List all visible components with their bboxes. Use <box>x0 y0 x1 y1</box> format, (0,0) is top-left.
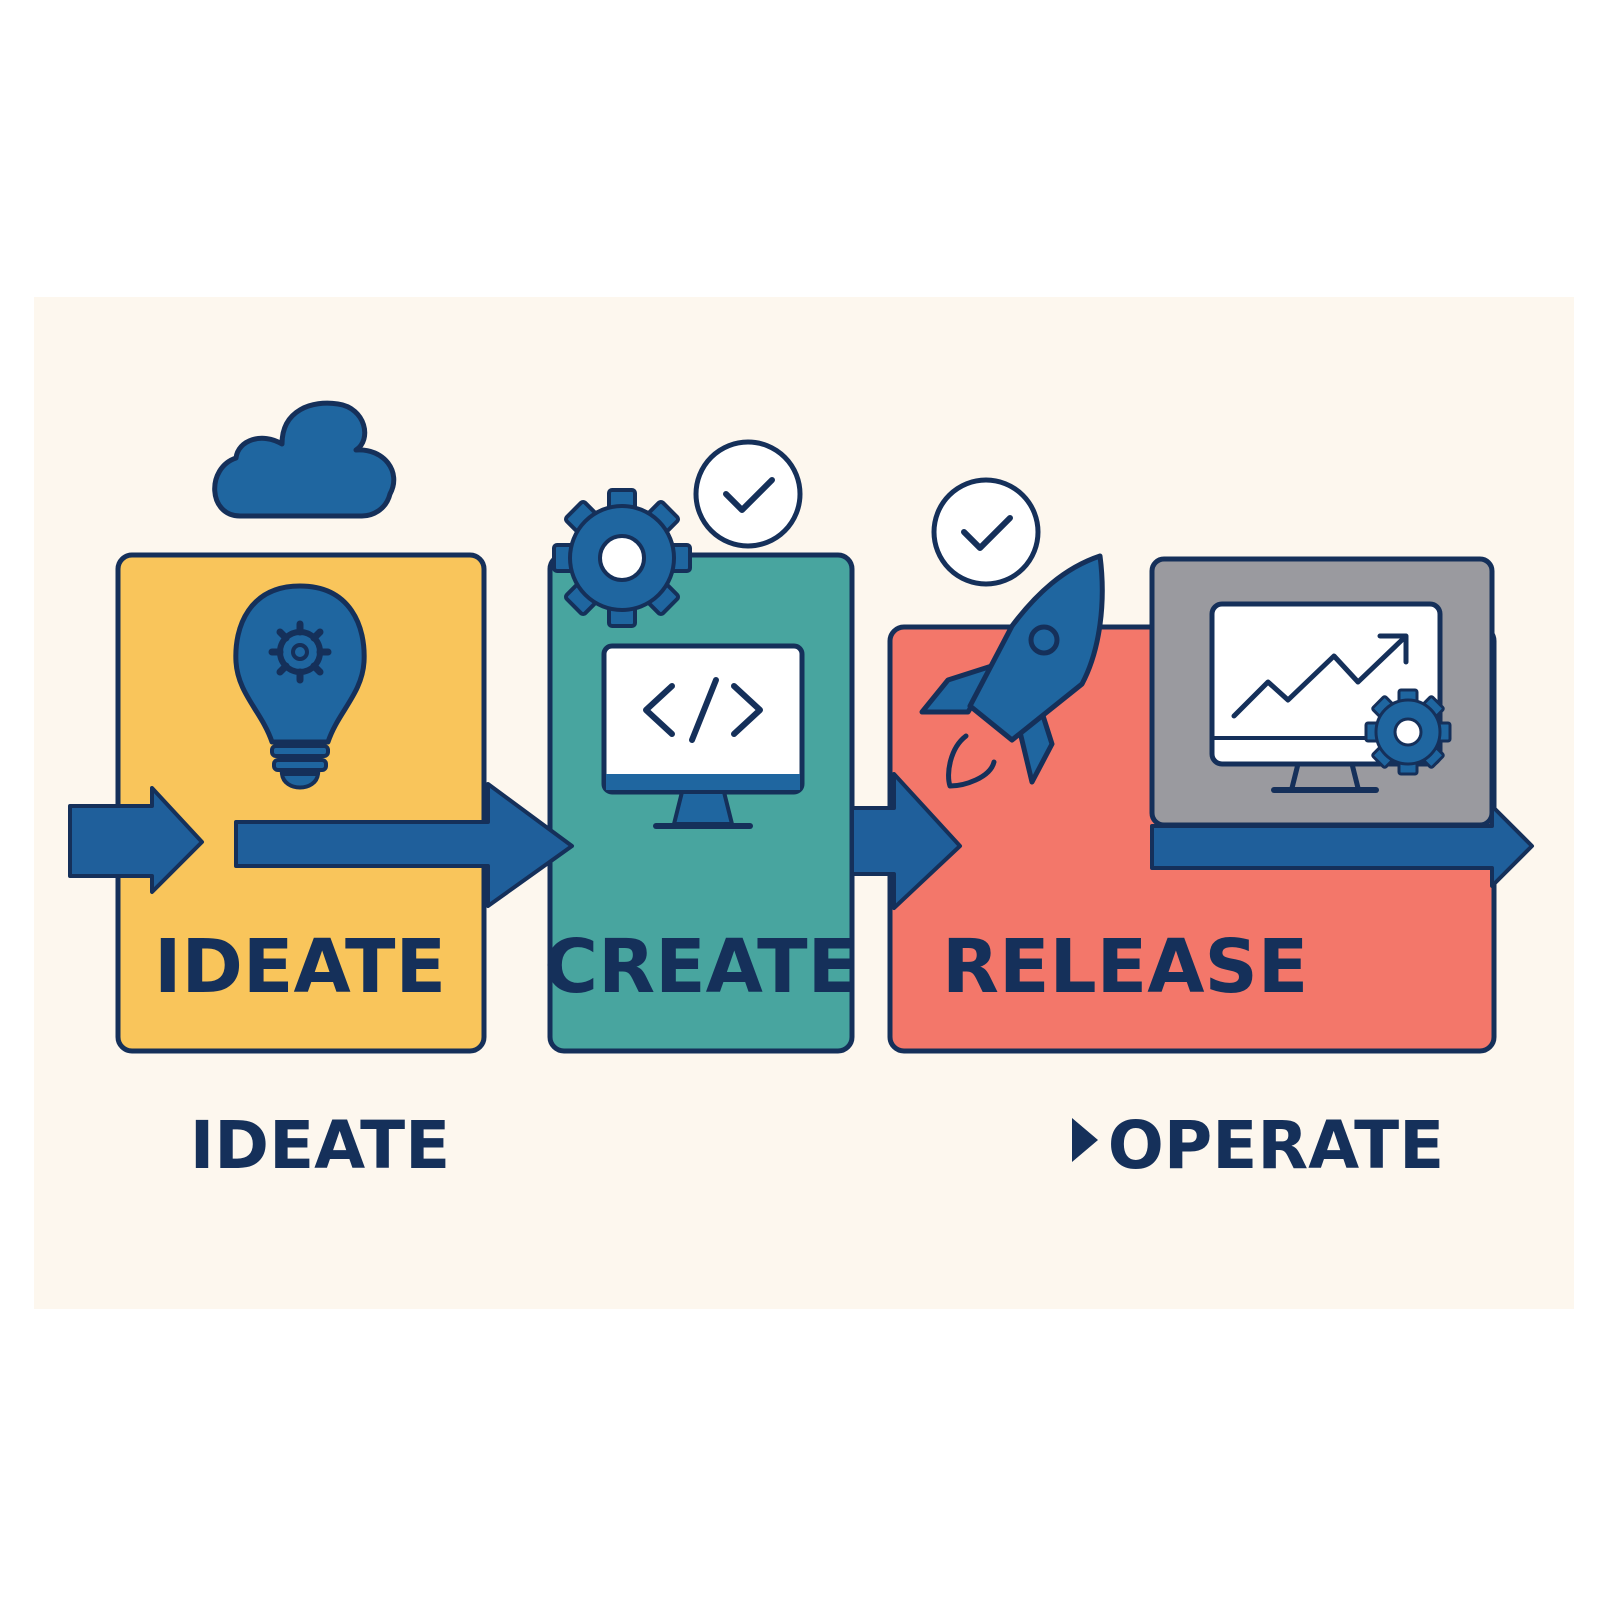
play-triangle-icon <box>1072 1118 1098 1162</box>
bottom-label-operate: OPERATE <box>1108 1107 1444 1184</box>
stage-label-ideate: IDEATE <box>154 924 446 1010</box>
stage-label-release: RELEASE <box>942 924 1308 1010</box>
flow-arrow-entry <box>68 786 204 894</box>
flow-arrow-create-release <box>850 772 962 910</box>
check-circle-icon-release <box>931 477 1041 587</box>
cloud-icon <box>212 400 397 519</box>
flow-arrow-ideate-create <box>234 782 574 908</box>
flow-arrow-operate-exit <box>1150 804 1534 888</box>
code-monitor-icon <box>601 643 805 829</box>
bottom-label-ideate: IDEATE <box>190 1107 451 1184</box>
stage-box-ideate <box>115 552 487 1054</box>
lightbulb-gear-icon <box>233 583 367 790</box>
rocket-icon <box>919 553 1105 789</box>
small-gear-icon <box>1364 688 1452 776</box>
check-circle-icon <box>693 439 803 549</box>
gear-icon <box>552 488 692 628</box>
stage-label-create: CREATE <box>544 924 858 1010</box>
